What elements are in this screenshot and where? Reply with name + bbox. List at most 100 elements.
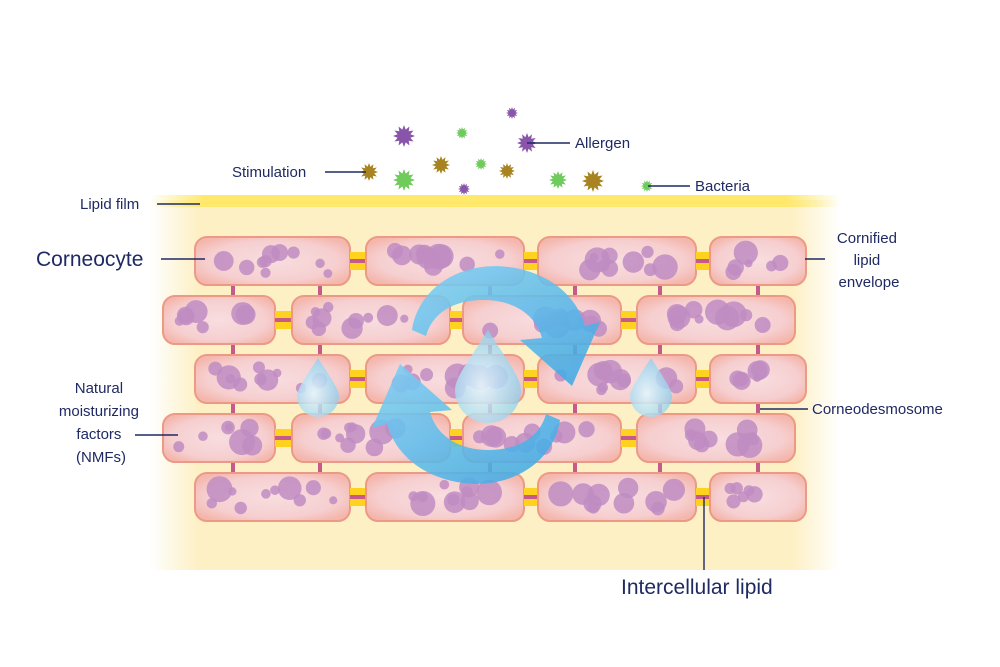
nmf-dot: [645, 490, 667, 513]
nmf-dot: [553, 421, 576, 444]
cornified-envelope-line: Cornified: [837, 230, 897, 247]
allergen-particle-icon: [458, 183, 470, 195]
corneocyte-cell: [291, 295, 451, 345]
lipid-bridge: [696, 259, 710, 263]
cornified-envelope-line: envelope: [839, 274, 900, 291]
corneocyte-cell: [194, 472, 351, 522]
nmf-dot: [277, 476, 302, 501]
lipid-bridge: [621, 318, 637, 322]
cycle-arrow-icon: [372, 364, 560, 484]
nmf-dot: [287, 246, 300, 259]
lipid-bridge: [275, 318, 292, 322]
lipid-bridge: [350, 377, 366, 381]
corneocyte-cell: [709, 354, 807, 404]
nmf-dot: [221, 420, 235, 435]
nmf-dot: [548, 481, 574, 507]
nmf-dot: [335, 433, 345, 443]
nmf-dot: [261, 489, 271, 499]
nmf-label: Natural moisturizing factors (NMFs): [59, 380, 143, 466]
nmf-dot: [597, 259, 610, 272]
water-drops: [297, 330, 672, 423]
nmf-dot: [386, 242, 404, 259]
stimulation-particle-icon: [499, 163, 515, 179]
lipid-bridge: [350, 495, 366, 499]
nmf-dot: [198, 431, 208, 442]
allergen-particle-icon: [393, 125, 415, 147]
lipid-film-label: Lipid film: [80, 196, 139, 213]
leader-lines: [135, 142, 825, 570]
bacteria-particle-icon: [641, 180, 653, 192]
nmf-dot: [641, 245, 654, 259]
nmf-label-line: (NMFs): [76, 449, 126, 466]
lipid-bridge: [524, 377, 538, 381]
nmf-dot: [305, 480, 321, 496]
lipid-bridge: [450, 318, 463, 322]
nmf-dot: [617, 477, 639, 499]
nmf-dot: [329, 496, 338, 505]
corneocyte-cell: [194, 236, 351, 286]
lipid-bridge: [696, 377, 710, 381]
bacteria-particle-icon: [475, 158, 487, 170]
nmf-dot: [260, 267, 271, 278]
nmf-dot: [589, 252, 599, 262]
water-drop-icon: [297, 358, 339, 417]
lipid-bridge: [524, 495, 538, 499]
corneocyte-cell: [709, 472, 807, 522]
nmf-dot: [578, 421, 595, 438]
nmf-dot: [196, 321, 209, 334]
lipid-bridge: [524, 259, 538, 263]
corneocyte-cell: [636, 413, 796, 463]
nmf-dot: [234, 501, 247, 515]
corneocyte-label: Corneocyte: [36, 248, 143, 271]
nmf-dot: [256, 369, 279, 391]
stimulation-particle-icon: [582, 170, 604, 192]
corneocyte-cell: [636, 295, 796, 345]
nmf-label-line: Natural: [75, 380, 123, 397]
nmf-dot: [622, 251, 645, 273]
nmf-dot: [766, 260, 777, 272]
intercellular-lipid-label: Intercellular lipid: [621, 576, 773, 599]
allergen-particle-icon: [506, 107, 518, 119]
nmf-dot: [668, 379, 684, 394]
nmf-dot: [724, 482, 736, 495]
nmf-dot: [310, 307, 321, 317]
nmf-dot: [340, 437, 356, 453]
lipid-bridge: [621, 436, 637, 440]
nmf-dot: [725, 432, 750, 457]
nmf-dot: [667, 305, 691, 329]
allergen-label: Allergen: [575, 135, 630, 152]
nmf-dot: [417, 491, 428, 503]
nmf-dot: [583, 494, 602, 513]
nmf-dot: [754, 316, 771, 333]
nmf-dot: [256, 256, 269, 268]
nmf-dot: [715, 306, 740, 331]
nmf-dot: [365, 438, 384, 457]
nmf-dot: [652, 254, 678, 280]
nmf-dot: [439, 479, 450, 490]
nmf-dot: [400, 314, 409, 323]
cycle-arrow-icon: [412, 266, 600, 386]
nmf-dot: [343, 422, 355, 433]
nmf-dot: [270, 485, 280, 495]
nmf-dot: [732, 371, 751, 390]
nmf-dot: [376, 305, 398, 326]
water-drop-icon: [630, 358, 672, 417]
lipid-film-bar: [150, 195, 840, 207]
nmf-dot: [305, 315, 320, 330]
nmf-dot: [206, 476, 233, 503]
nmf-dot: [688, 431, 707, 451]
corneocyte-cell: [162, 295, 276, 345]
nmf-dot: [363, 312, 374, 323]
nmf-dot: [740, 309, 753, 322]
corneocyte-cell: [709, 236, 807, 286]
nmf-dot: [596, 384, 607, 396]
nmf-dot: [231, 302, 255, 326]
nmf-dot: [232, 377, 248, 392]
stimulation-particle-icon: [432, 156, 450, 174]
nmf-dot: [348, 312, 364, 329]
nmf-dot: [747, 360, 768, 381]
nmf-dot: [748, 434, 760, 446]
corneocyte-cell: [365, 472, 525, 522]
nmf-dot: [213, 251, 234, 271]
nmf-dot: [239, 259, 255, 276]
